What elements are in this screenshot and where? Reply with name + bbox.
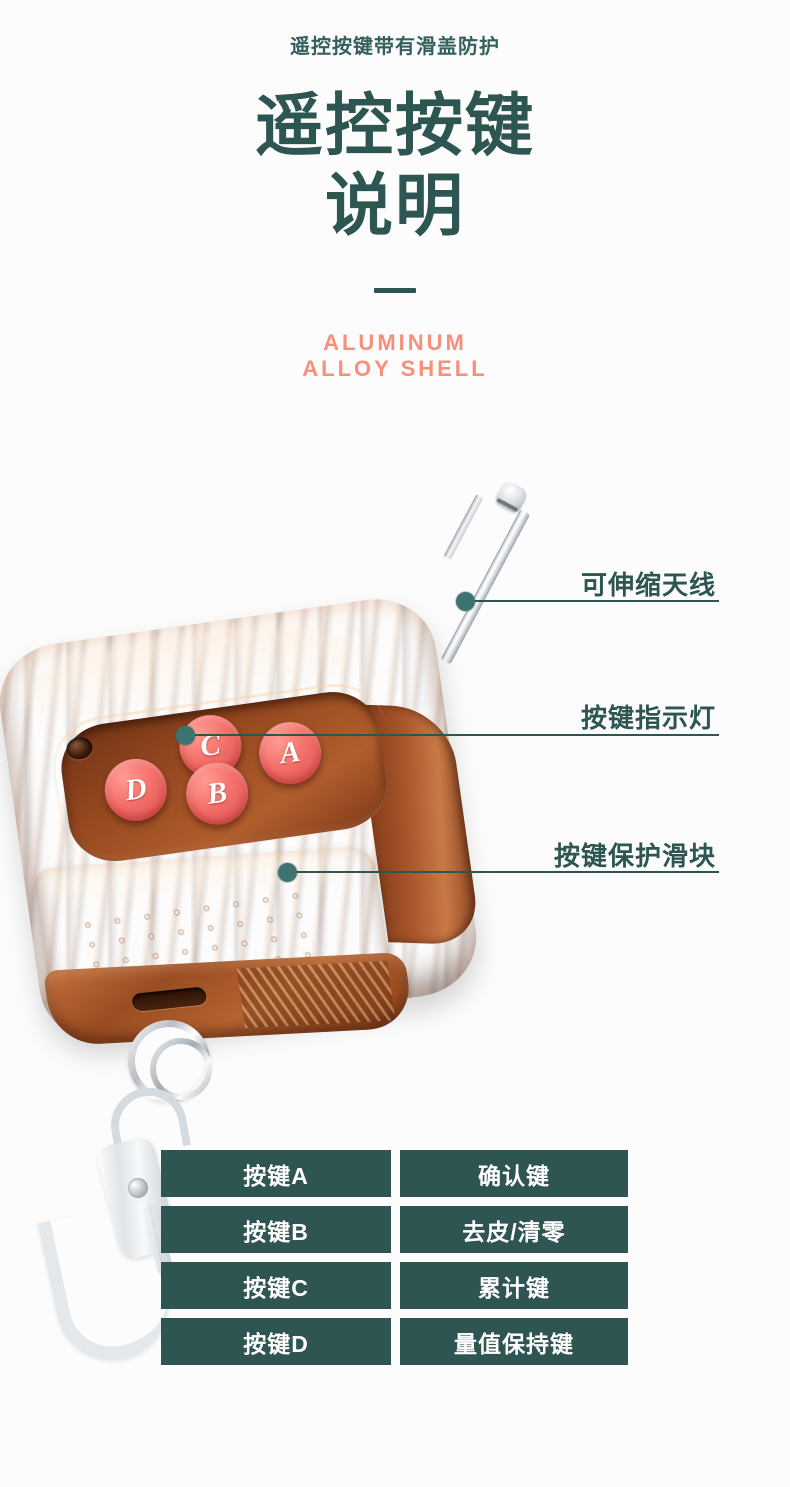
callout-line-indicator [190, 734, 719, 736]
antenna-tip [493, 479, 530, 515]
callout-line-antenna [470, 600, 719, 602]
table-row: 按键A 确认键 [161, 1150, 628, 1197]
table-row: 按键D 量值保持键 [161, 1318, 628, 1365]
table-cell-key: 按键B [161, 1206, 391, 1253]
table-cell-key: 按键A [161, 1150, 391, 1197]
english-subtitle-line2: ALLOY SHELL [302, 356, 488, 381]
callout-label-indicator: 按键指示灯 [580, 703, 716, 733]
table-cell-function: 量值保持键 [400, 1318, 628, 1365]
table-row: 按键B 去皮/清零 [161, 1206, 628, 1253]
antenna-rod-upper [443, 494, 484, 560]
remote-body: C A D B [0, 591, 484, 1049]
button-function-table: 按键A 确认键 按键B 去皮/清零 按键C 累计键 按键D 量值保持键 [161, 1150, 628, 1374]
table-row: 按键C 累计键 [161, 1262, 628, 1309]
header-kicker: 遥控按键带有滑盖防护 [290, 36, 500, 58]
product-illustration: C A D B [0, 440, 560, 1160]
table-cell-function: 累计键 [400, 1262, 628, 1309]
title-divider [374, 288, 416, 293]
callout-label-slider: 按键保护滑块 [553, 841, 716, 871]
table-cell-function: 确认键 [400, 1150, 628, 1197]
callout-dot-slider-icon [278, 863, 297, 882]
callout-dot-indicator-icon [176, 726, 195, 745]
callout-line-slider [292, 871, 719, 873]
table-cell-key: 按键C [161, 1262, 391, 1309]
page-title-line2: 说明 [324, 168, 465, 244]
callout-label-antenna: 可伸缩天线 [580, 570, 716, 600]
table-cell-function: 去皮/清零 [400, 1206, 628, 1253]
english-subtitle-line1: ALUMINUM [323, 330, 467, 355]
base-ribbing [236, 960, 396, 1029]
callout-dot-antenna-icon [456, 592, 475, 611]
keyring-slot [130, 986, 208, 1012]
page-title-line1: 遥控按键 [254, 88, 535, 164]
antenna-rod-lower [440, 509, 531, 665]
table-cell-key: 按键D [161, 1318, 391, 1365]
